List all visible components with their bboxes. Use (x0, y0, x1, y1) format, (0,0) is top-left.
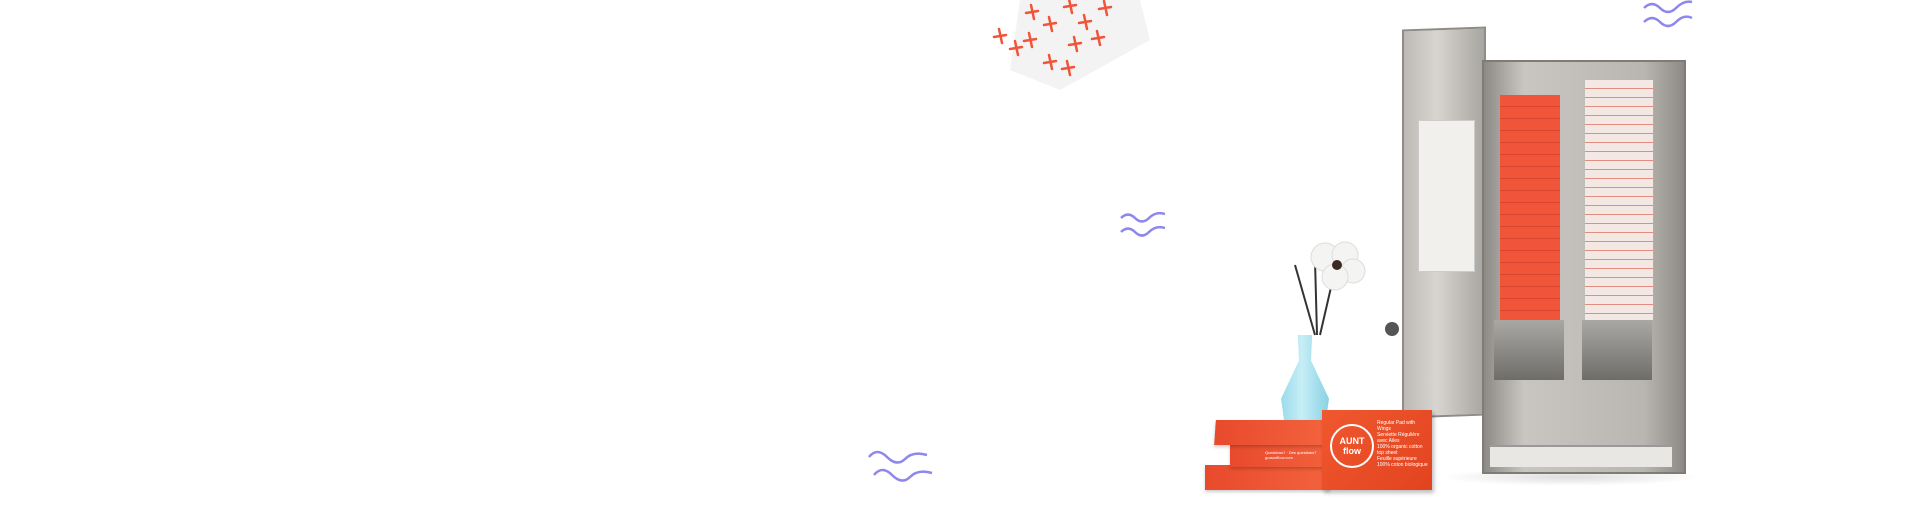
box-text: Feuille supérieure 100% coton biologique (1377, 456, 1428, 468)
pad-box (1205, 465, 1330, 490)
cross-mark (1062, 0, 1078, 15)
cross-mark (992, 27, 1008, 45)
pad-box (1230, 445, 1335, 467)
vase (1281, 335, 1329, 420)
cross-mark (1077, 13, 1093, 31)
cross-mark (1008, 39, 1024, 57)
instruction-sheet (1418, 120, 1475, 272)
dispenser-tray (1490, 445, 1672, 467)
box-text: Serviette Régulière avec Ailes (1377, 432, 1420, 444)
cross-mark (1042, 53, 1058, 71)
squiggle-icon (868, 450, 933, 482)
box-label: Regular Pad with Wings Serviette Réguliè… (1377, 420, 1429, 468)
cross-mark (1042, 15, 1058, 33)
box-text: Regular Pad with Wings (1377, 420, 1416, 432)
cotton-flower-icon (1310, 241, 1366, 291)
cross-mark (1067, 35, 1083, 53)
squiggle-icon (1643, 0, 1693, 28)
pad-box (1214, 420, 1326, 445)
box-side-text: Questions? · Des questions? goauntflow.c… (1265, 450, 1317, 460)
cross-mark (1090, 29, 1106, 47)
squiggle-icon (1120, 211, 1166, 237)
cross-mark (1024, 3, 1040, 21)
dispense-mechanism (1494, 320, 1564, 380)
door-knob (1385, 322, 1399, 336)
box-text: 100% organic cotton top sheet (1377, 444, 1423, 456)
tampon-column (1500, 95, 1560, 320)
crosses-decoration (992, 0, 1150, 90)
dispense-mechanism (1582, 320, 1652, 380)
pad-column (1585, 80, 1653, 320)
cross-mark (1097, 0, 1113, 17)
cross-mark (1022, 31, 1038, 49)
cross-mark (1060, 59, 1076, 77)
